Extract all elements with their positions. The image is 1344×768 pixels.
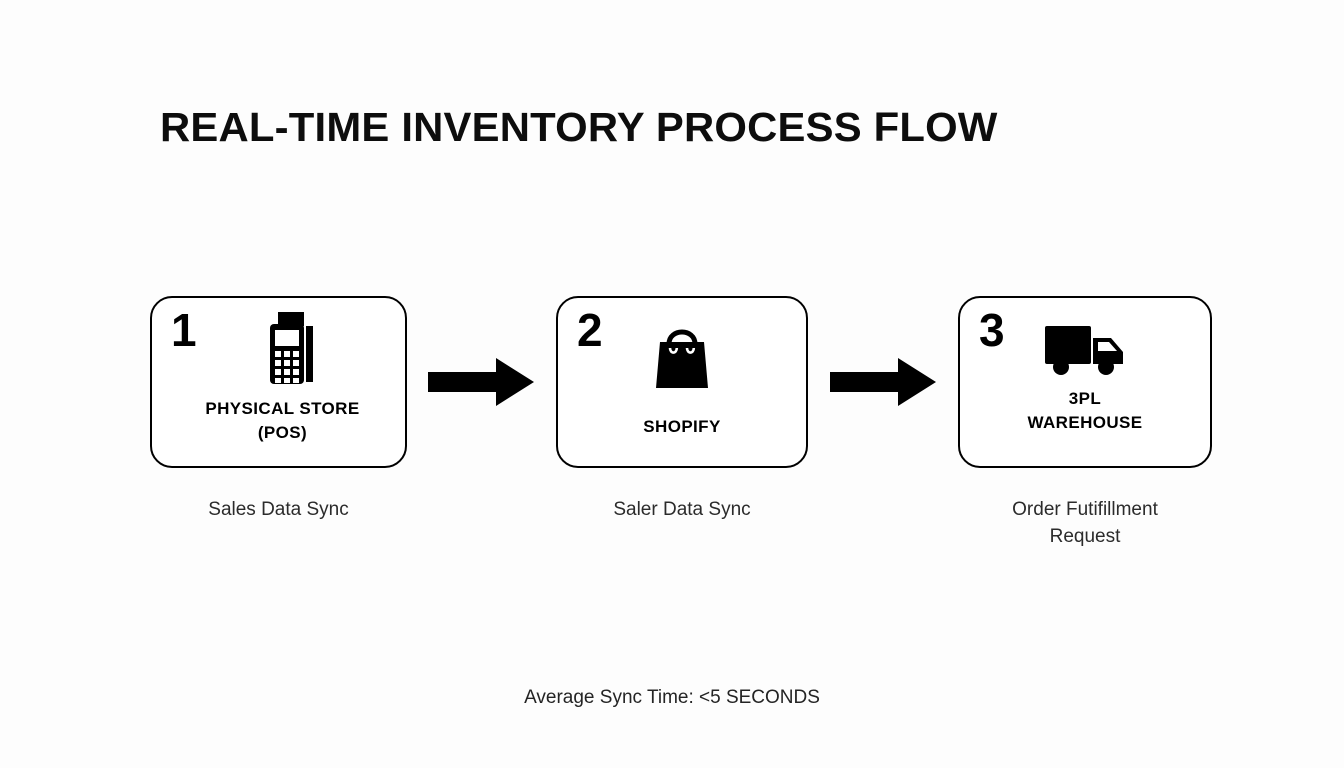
step-number-2: 2 [577, 304, 603, 356]
average-sync-time-note: Average Sync Time: <5 SECONDS [524, 687, 820, 708]
step-label-1: PHYSICAL STORE (POS) [152, 397, 405, 445]
step-caption-3-line1: Order Futifillment [1012, 499, 1158, 520]
step-caption-2: Saler Data Sync [556, 497, 808, 524]
process-flow-row: 1 [0, 296, 1344, 468]
pos-terminal-icon [152, 312, 405, 394]
process-step-card-1[interactable]: 1 [150, 296, 407, 468]
arrow-right-icon-1 [428, 358, 534, 406]
shopping-bag-icon [558, 320, 806, 402]
step-label-2-line1: SHOPIFY [643, 417, 721, 436]
step-number-3: 3 [979, 304, 1005, 356]
step-label-2: SHOPIFY [558, 415, 806, 439]
step-caption-1-line1: Sales Data Sync [208, 499, 349, 520]
step-label-3: 3PL WAREHOUSE [960, 387, 1210, 435]
step-caption-1: Sales Data Sync [150, 497, 407, 524]
arrow-right-icon-2 [830, 358, 936, 406]
step-caption-2-line1: Saler Data Sync [613, 499, 751, 520]
step-caption-3: Order Futifillment Request [958, 497, 1212, 551]
step-label-3-line2: WAREHOUSE [1027, 413, 1143, 433]
step-number-1: 1 [171, 304, 197, 356]
process-step-card-2[interactable]: 2 SHOPIFY [556, 296, 808, 468]
delivery-truck-icon [960, 322, 1210, 404]
process-step-card-3[interactable]: 3 3PL WAREHOUSE [958, 296, 1212, 468]
step-label-1-line1: PHYSICAL STORE [205, 399, 360, 418]
step-label-1-line2: (POS) [257, 423, 308, 443]
step-label-3-line1: 3PL [1068, 389, 1102, 408]
page-title: REAL-TIME INVENTORY PROCESS FLOW [160, 104, 998, 150]
step-caption-3-line2: Request [1049, 525, 1121, 547]
